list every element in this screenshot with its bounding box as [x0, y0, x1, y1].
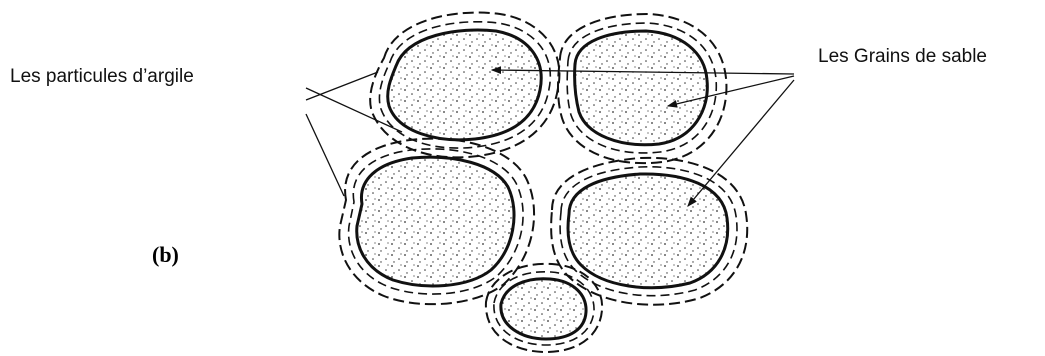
sand-grain-top-left	[370, 13, 559, 158]
sand-grain-body	[501, 279, 586, 339]
clay-leader-line-1	[306, 72, 378, 100]
sand-grain-middle-left	[339, 139, 534, 305]
sand-grain-top-right	[558, 14, 726, 163]
sand-grain-body	[575, 31, 708, 145]
clay-leader-line-3	[306, 114, 344, 196]
sand-grain-body	[388, 30, 541, 140]
sand-grain-body	[357, 157, 514, 286]
sand-grain-body	[568, 174, 728, 288]
